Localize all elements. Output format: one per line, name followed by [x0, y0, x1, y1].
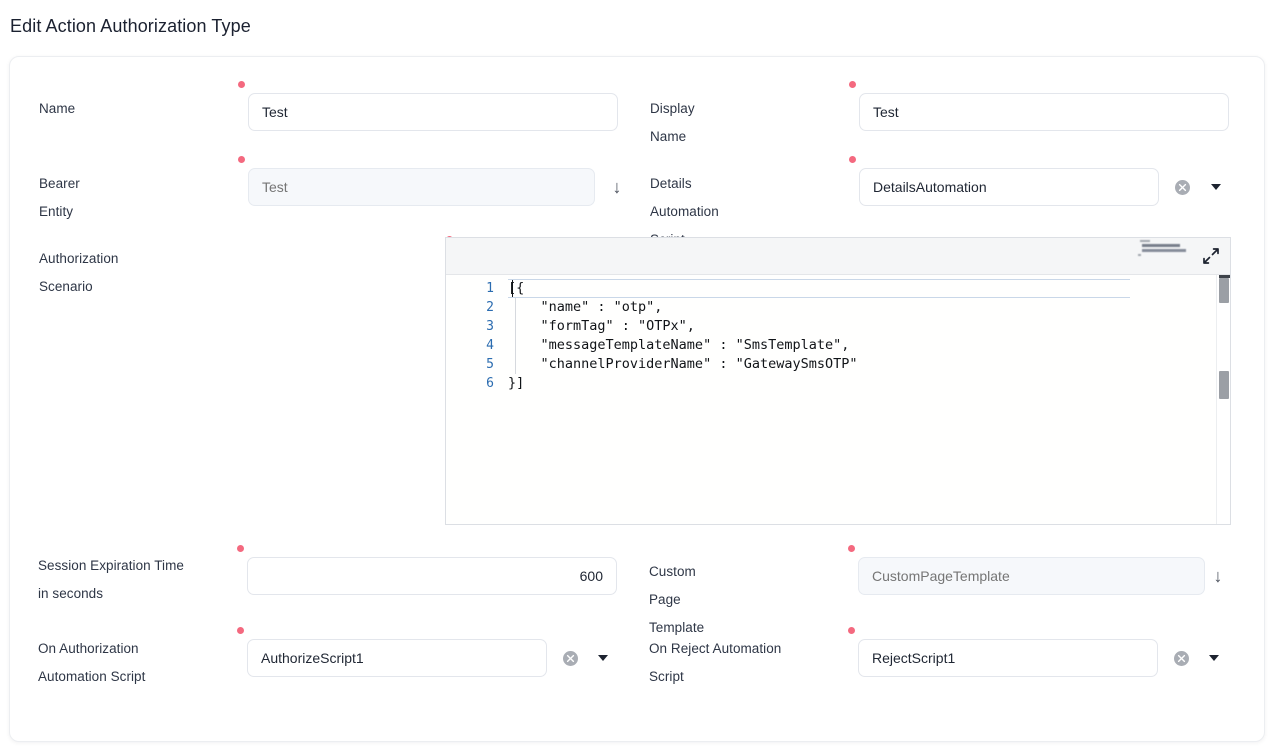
label-bearer-entity: Bearer Entity: [39, 176, 80, 219]
label-name: Name: [39, 101, 76, 116]
editor-indent-guide: [515, 298, 516, 374]
on-reject-automation-script-chevron-down-icon[interactable]: [1206, 639, 1222, 677]
editor-line-numbers: 1 2 3 4 5 6: [446, 275, 503, 524]
input-wrap-details-automation-script: [849, 156, 1159, 206]
session-expiration-time-input[interactable]: [247, 557, 617, 595]
on-authorization-automation-script-chevron-down-icon[interactable]: [595, 639, 611, 677]
name-input[interactable]: [248, 93, 618, 131]
input-wrap-on-reject-automation-script: [848, 627, 1158, 677]
label-on-authorization-automation-script: On Authorization Automation Script: [38, 641, 146, 684]
editor-body[interactable]: 1 2 3 4 5 6 [{ "name" : "otp", "formTag"…: [446, 275, 1230, 524]
custom-page-template-input[interactable]: [858, 557, 1205, 595]
required-indicator-session-expiration-time: [237, 545, 244, 552]
label-display-name: Display Name: [650, 101, 695, 144]
details-automation-script-chevron-down-icon[interactable]: [1208, 168, 1224, 206]
details-automation-script-clear-icon[interactable]: [1173, 168, 1191, 206]
scrollbar-thumb-lower[interactable]: [1219, 371, 1229, 399]
label-authorization-scenario: Authorization Scenario: [39, 251, 119, 294]
editor-code-content[interactable]: [{ "name" : "otp", "formTag" : "OTPx", "…: [508, 280, 858, 391]
editor-minimap[interactable]: [1136, 240, 1208, 264]
required-indicator-custom-page-template: [848, 545, 855, 552]
required-indicator-bearer-entity: [238, 156, 245, 163]
required-indicator-on-reject-automation-script: [848, 627, 855, 634]
bearer-entity-arrow-down-icon[interactable]: ↓: [612, 176, 622, 197]
editor-vertical-scrollbar[interactable]: [1216, 275, 1230, 524]
input-wrap-session-expiration-time: [237, 545, 617, 595]
editor-text-caret: [512, 280, 513, 297]
scrollbar-top-cap: [1219, 275, 1230, 278]
line-number: 2: [486, 300, 494, 315]
on-authorization-automation-script-input[interactable]: [247, 639, 547, 677]
expand-icon[interactable]: [1201, 246, 1221, 266]
input-wrap-custom-page-template: [848, 545, 1205, 595]
label-on-reject-automation-script: On Reject Automation Script: [649, 641, 782, 684]
required-indicator-details-automation-script: [849, 156, 856, 163]
details-automation-script-input[interactable]: [859, 168, 1159, 206]
required-indicator-on-authorization-automation-script: [237, 627, 244, 634]
display-name-input[interactable]: [859, 93, 1229, 131]
page-title: Edit Action Authorization Type: [10, 16, 251, 36]
input-wrap-on-authorization-automation-script: [237, 627, 547, 677]
authorization-scenario-code-editor[interactable]: 1 2 3 4 5 6 [{ "name" : "otp", "formTag"…: [445, 237, 1231, 525]
input-wrap-bearer-entity: [238, 156, 595, 206]
input-wrap-name: [238, 81, 618, 131]
bearer-entity-input[interactable]: [248, 168, 595, 206]
line-number: 6: [486, 376, 494, 391]
editor-toolbar: [446, 238, 1230, 275]
on-reject-automation-script-input[interactable]: [858, 639, 1158, 677]
required-indicator-display-name: [849, 81, 856, 88]
line-number: 4: [486, 338, 494, 353]
on-authorization-automation-script-clear-icon[interactable]: [561, 639, 579, 677]
input-wrap-display-name: [849, 81, 1229, 131]
scrollbar-thumb-upper[interactable]: [1219, 278, 1229, 303]
custom-page-template-arrow-down-icon[interactable]: ↓: [1213, 565, 1223, 586]
line-number: 3: [486, 319, 494, 334]
line-number: 1: [486, 281, 494, 296]
required-indicator-name: [238, 81, 245, 88]
label-custom-page-template: Custom Page Template: [649, 564, 705, 635]
line-number: 5: [486, 357, 494, 372]
on-reject-automation-script-clear-icon[interactable]: [1172, 639, 1190, 677]
label-session-expiration-time: Session Expiration Time in seconds: [38, 558, 184, 601]
